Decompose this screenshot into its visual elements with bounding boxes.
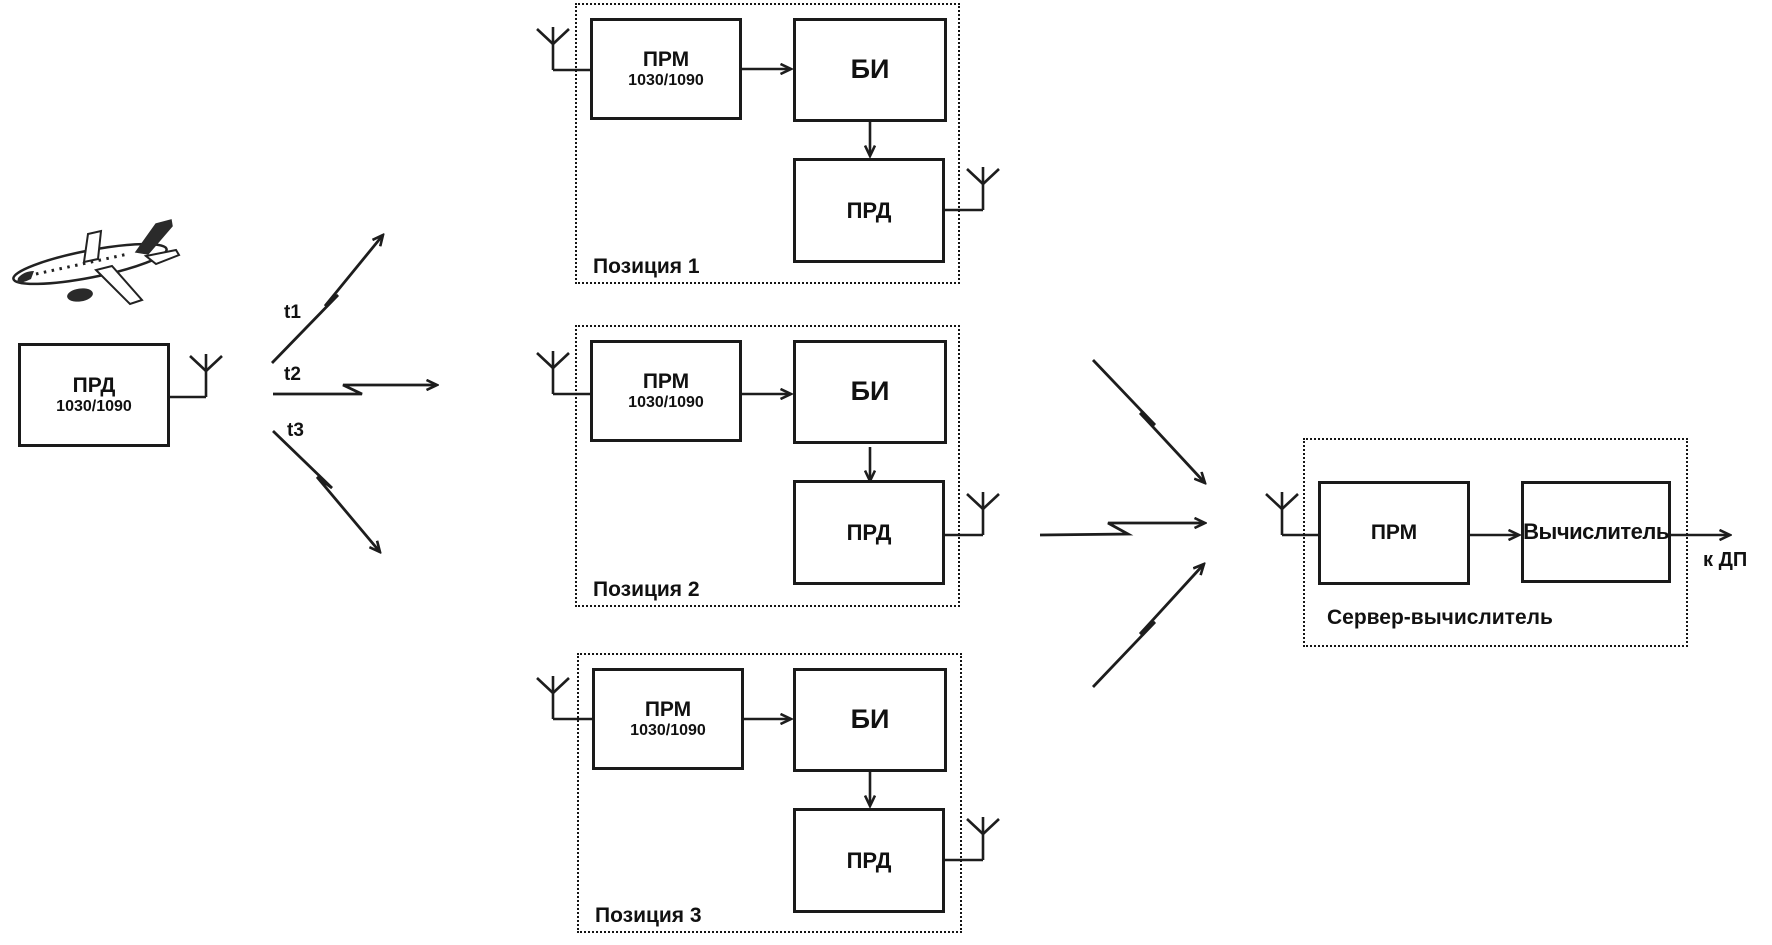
transmitter-title: ПРД <box>846 847 892 873</box>
server-group: ПРМ Вычислитель Сервер-вычислитель <box>1303 438 1688 647</box>
position-1-group: ПРМ 1030/1090 БИ ПРД Позиция 1 <box>575 3 960 284</box>
computer-title: Вычислитель <box>1523 519 1669 545</box>
position-3-transmitter-box: ПРД <box>793 808 945 913</box>
position-1-label: Позиция 1 <box>593 255 700 278</box>
antenna-icon <box>535 25 571 72</box>
position-1-receiver-box: ПРМ 1030/1090 <box>590 18 742 120</box>
antenna-icon <box>965 815 1001 862</box>
transmitter-title: ПРД <box>846 197 892 223</box>
position-2-group: ПРМ 1030/1090 БИ ПРД Позиция 2 <box>575 325 960 607</box>
receiver-title: ПРМ <box>1370 520 1418 544</box>
position-2-transmitter-box: ПРД <box>793 480 945 585</box>
signal-label-t2: t2 <box>284 364 301 385</box>
server-computer-box: Вычислитель <box>1521 481 1671 583</box>
antenna-icon <box>535 349 571 396</box>
position-2-receiver-box: ПРМ 1030/1090 <box>590 340 742 442</box>
position-3-label: Позиция 3 <box>595 904 702 927</box>
flow-arrow-icon <box>742 69 1730 806</box>
position-1-transmitter-box: ПРД <box>793 158 945 263</box>
position-1-indicator-box: БИ <box>793 18 947 122</box>
transmitter-title: ПРД <box>846 519 892 545</box>
receiver-subtitle: 1030/1090 <box>630 721 706 739</box>
antenna-icon <box>535 674 571 721</box>
server-label: Сервер-вычислитель <box>1327 606 1553 629</box>
receiver-title: ПРМ <box>644 697 692 721</box>
position-3-group: ПРМ 1030/1090 БИ ПРД Позиция 3 <box>577 653 962 933</box>
antenna-icon <box>965 490 1001 537</box>
lightning-arrow-icon <box>270 235 437 552</box>
server-receiver-box: ПРМ <box>1318 481 1470 585</box>
receiver-title: ПРМ <box>642 47 690 71</box>
receiver-subtitle: 1030/1090 <box>628 71 704 89</box>
receiver-title: ПРМ <box>642 369 690 393</box>
signal-label-t3: t3 <box>287 420 304 441</box>
signal-label-t1: t1 <box>284 302 301 323</box>
antenna-icon <box>188 352 224 399</box>
indicator-title: БИ <box>850 54 890 85</box>
aircraft-icon <box>12 219 181 306</box>
antenna-icon <box>965 165 1001 212</box>
position-2-indicator-box: БИ <box>793 340 947 444</box>
position-3-receiver-box: ПРМ 1030/1090 <box>592 668 744 770</box>
antenna-icon <box>1264 490 1300 537</box>
indicator-title: БИ <box>850 704 890 735</box>
position-3-indicator-box: БИ <box>793 668 947 772</box>
output-label: к ДП <box>1703 549 1748 571</box>
position-2-label: Позиция 2 <box>593 578 700 601</box>
lightning-arrow-icon <box>1039 359 1205 688</box>
source-transmitter-subtitle: 1030/1090 <box>56 397 132 415</box>
source-transmitter-box: ПРД 1030/1090 <box>18 343 170 447</box>
receiver-subtitle: 1030/1090 <box>628 393 704 411</box>
source-transmitter-title: ПРД <box>72 373 116 397</box>
antenna-connectors <box>170 68 1320 862</box>
indicator-title: БИ <box>850 376 890 407</box>
